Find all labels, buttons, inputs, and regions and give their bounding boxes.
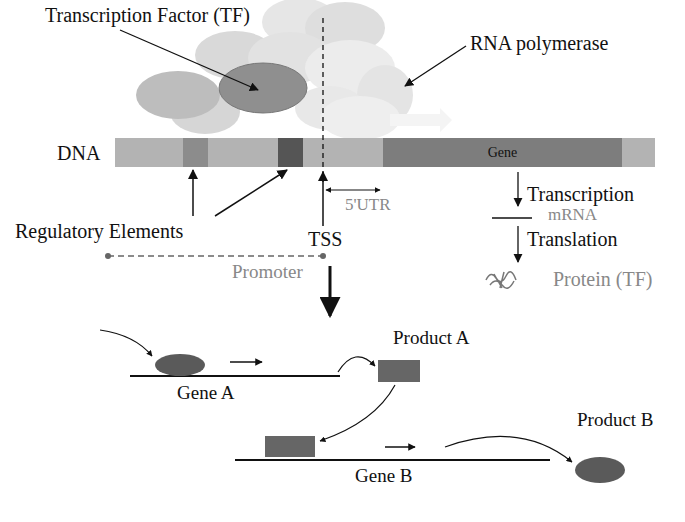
label: Gene B (355, 466, 413, 487)
label: DNA (57, 142, 100, 164)
label: Gene A (177, 383, 235, 404)
protein-squiggle (486, 272, 516, 288)
direction-arrow (385, 446, 415, 448)
flow-arrow (517, 172, 518, 206)
curved-arrow (100, 330, 152, 356)
tss-dashed-line (322, 18, 323, 182)
big-arrow (329, 266, 332, 316)
label: mRNA (548, 206, 597, 225)
gene-line (130, 375, 340, 377)
product-oval (575, 457, 625, 483)
promoter-span (108, 255, 323, 257)
label: TSS (308, 228, 342, 250)
curved-arrow (445, 436, 572, 462)
direction-arrow (230, 361, 262, 363)
label: Regulatory Elements (15, 220, 183, 242)
curved-arrow (320, 385, 395, 441)
tf-oval (155, 354, 205, 376)
gene-line (235, 459, 550, 461)
label: Product A (393, 328, 470, 349)
leader-arrow (405, 46, 466, 86)
label: Promoter (232, 262, 303, 283)
curved-arrow (338, 357, 375, 372)
flow-arrow (517, 226, 518, 262)
gene-region: Gene (383, 138, 622, 167)
label: Transcription Factor (TF) (45, 4, 250, 26)
label: Protein (TF) (553, 268, 652, 290)
utr-span (326, 189, 380, 190)
label: 5'UTR (345, 196, 391, 215)
regulatory-element (278, 138, 303, 167)
node-text: Gene (488, 145, 518, 161)
regulatory-element (183, 138, 208, 167)
leader-arrow (120, 30, 258, 90)
label: Product B (577, 410, 654, 431)
label: Transcription (527, 183, 634, 205)
label: RNA polymerase (470, 32, 608, 54)
product-box (378, 360, 420, 382)
mrna-line (492, 217, 532, 218)
leader-arrow (215, 170, 287, 216)
label: Translation (527, 228, 617, 250)
leader-arrow (322, 172, 324, 226)
dna-band (115, 138, 655, 167)
leader-arrow (192, 170, 194, 216)
bound-product-box (265, 436, 315, 457)
